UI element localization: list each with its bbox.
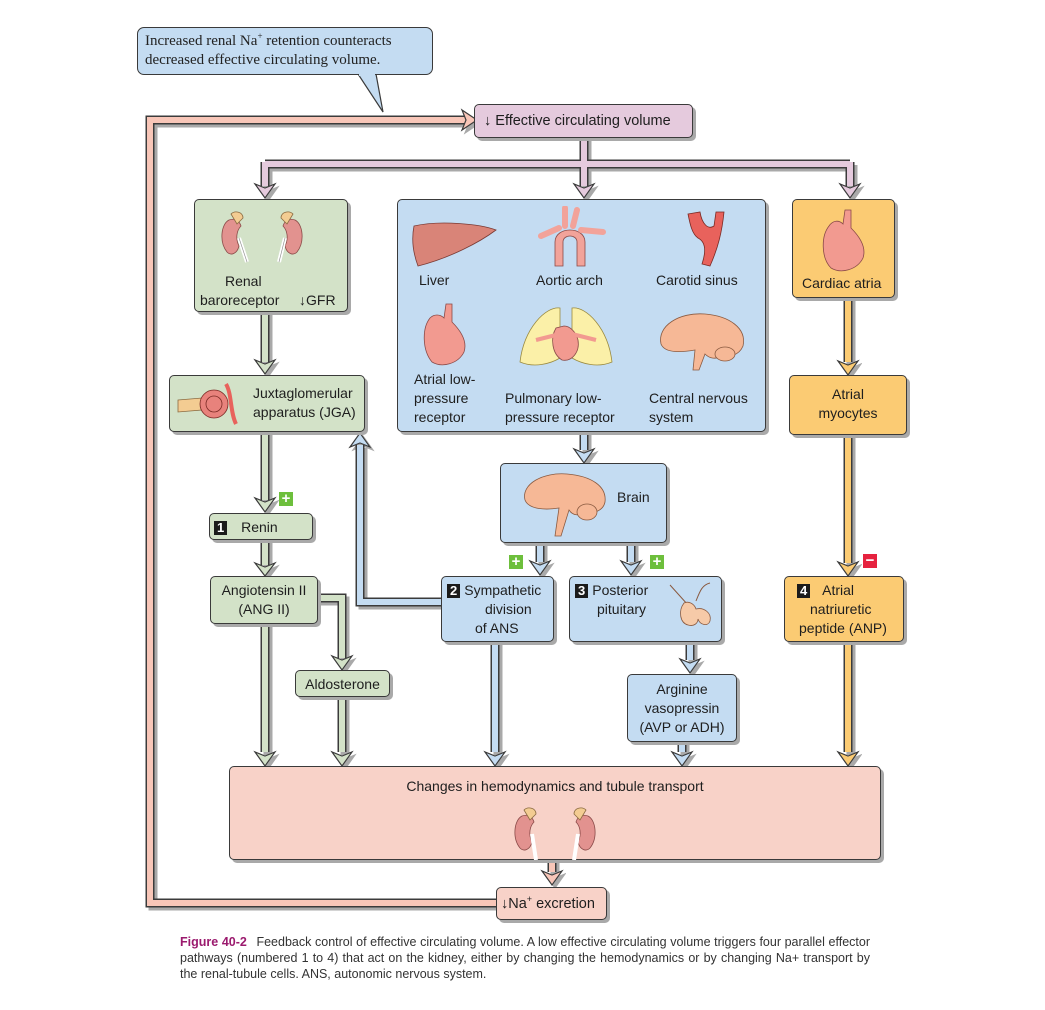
aldosterone-node: Aldosterone: [295, 670, 390, 697]
heart-icon: [423, 303, 466, 366]
aldosterone-label: Aldosterone: [305, 676, 380, 692]
heart-icon: [822, 209, 865, 272]
brain-icon: [660, 313, 744, 371]
jga-line1: Juxtaglomerular: [253, 385, 353, 401]
caption-text: Feedback control of effective circulatin…: [180, 935, 870, 981]
down-arrow-icon: ↓: [484, 113, 492, 129]
brain-node: Brain: [500, 463, 667, 543]
pathway-number-badge: 2: [447, 584, 461, 598]
atrial-myocytes-node: Atrial myocytes: [789, 375, 907, 435]
cardiac-atria-node: Cardiac atria: [792, 199, 895, 298]
excretion-arrow: [540, 856, 564, 887]
na-charge: +: [526, 894, 533, 905]
gfr-label: GFR: [306, 292, 336, 308]
angiotensin-line1: Angiotensin II: [221, 582, 307, 598]
blue-pathway-arrows: [348, 431, 702, 768]
angiotensin-line2: (ANG II): [238, 601, 290, 617]
callout-text-rest: retention counteracts decreased effectiv…: [145, 33, 392, 68]
atrial-myocytes-line1: Atrial: [832, 386, 864, 402]
down-arrow-icon: ↓: [501, 896, 509, 912]
renal-label: Renal: [225, 273, 262, 289]
renin-node: 1 Renin: [209, 513, 313, 540]
avp-node: Arginine vasopressin (AVP or ADH): [627, 674, 737, 742]
effector-node: Changes in hemodynamics and tubule trans…: [229, 766, 881, 860]
distribution-arrows: [253, 138, 862, 200]
atrial-myocytes-line2: myocytes: [818, 405, 878, 421]
jga-line2: apparatus (JGA): [253, 404, 356, 420]
glomerulus-icon: [177, 382, 238, 425]
pathway-number-badge: 3: [575, 584, 589, 598]
stimulate-sign-icon: +: [509, 554, 523, 569]
orange-pathway-arrows: [836, 298, 860, 768]
brain-label: Brain: [617, 489, 650, 505]
avp-line1: Arginine: [656, 681, 708, 697]
avp-line2: vasopressin: [644, 700, 720, 716]
cns-line: Central nervous: [649, 390, 748, 406]
effective-volume-label: Effective circulating volume: [495, 113, 671, 129]
cns-label: Central nervous system: [649, 389, 748, 427]
kidneys-icon: [221, 211, 303, 263]
na-label: Na: [508, 896, 527, 912]
callout-note: Increased renal Na+ retention counteract…: [137, 27, 433, 75]
figure-number: Figure 40-2: [180, 935, 247, 949]
stimulate-sign-icon: +: [279, 491, 293, 506]
carotid-sinus-icon: [687, 211, 725, 267]
anp-line3: peptide (ANP): [799, 620, 887, 636]
renin-label: Renin: [241, 519, 278, 535]
sympathetic-line3: of ANS: [475, 620, 519, 636]
callout-pointer: [356, 73, 384, 113]
atrial-receptor-line: receptor: [414, 409, 466, 425]
atrial-receptor-line: Atrial low-: [414, 371, 476, 387]
kidneys-icon: [514, 807, 596, 860]
pituitary-line2: pituitary: [597, 601, 647, 617]
effective-volume-node: ↓ Effective circulating volume: [474, 104, 693, 138]
inhibit-sign-icon: −: [863, 553, 877, 568]
brain-icon: [524, 473, 606, 537]
pulmonary-receptor-line: pressure receptor: [505, 409, 615, 425]
feedback-loop-arrow: [145, 108, 496, 908]
aortic-arch-label: Aortic arch: [536, 272, 603, 288]
green-pathway-arrows: [253, 312, 354, 768]
renal-baroreceptor-node: Renal baroreceptor ↓GFR: [194, 199, 348, 312]
na-excretion-node: ↓Na+ excretion: [496, 887, 607, 920]
anp-line2: natriuretic: [810, 601, 872, 617]
atrial-receptor-line: pressure: [414, 390, 469, 406]
effector-label: Changes in hemodynamics and tubule trans…: [406, 778, 704, 794]
callout-text: Increased renal Na: [145, 33, 258, 49]
cardiac-atria-label: Cardiac atria: [802, 275, 882, 291]
excretion-label: excretion: [532, 896, 595, 912]
sympathetic-line1: Sympathetic: [464, 582, 542, 598]
lungs-icon: [519, 307, 613, 366]
liver-label: Liver: [419, 272, 450, 288]
pulmonary-receptor-line: Pulmonary low-: [505, 390, 602, 406]
cns-line: system: [649, 409, 694, 425]
baroreceptor-label: baroreceptor: [200, 292, 280, 308]
anp-line1: Atrial: [822, 582, 855, 598]
stimulate-sign-icon: +: [650, 554, 664, 569]
sympathetic-line2: division: [485, 601, 532, 617]
callout-pointer-join: [359, 73, 375, 76]
liver-icon: [412, 222, 497, 267]
atrial-receptor-label: Atrial low- pressure receptor: [414, 370, 475, 427]
carotid-sinus-label: Carotid sinus: [656, 272, 738, 288]
figure-caption: Figure 40-2 Feedback control of effectiv…: [180, 934, 870, 982]
pituitary-line1: Posterior: [592, 582, 649, 598]
pituitary-gland-icon: [669, 582, 711, 626]
avp-line3: (AVP or ADH): [639, 719, 725, 735]
angiotensin-node: Angiotensin II (ANG II): [210, 576, 318, 624]
pulmonary-receptor-label: Pulmonary low- pressure receptor: [505, 389, 615, 427]
sensor-panel: Liver Aortic arch Carotid sinus Atrial l…: [397, 199, 766, 432]
callout-sup: +: [257, 31, 263, 41]
jga-node: Juxtaglomerular apparatus (JGA): [169, 375, 365, 432]
gfr-down-arrow-icon: ↓: [299, 292, 306, 308]
aortic-arch-icon: [538, 206, 606, 267]
pathway-number-badge: 4: [797, 584, 811, 598]
anp-node: 4 Atrial natriuretic peptide (ANP): [784, 576, 904, 642]
pathway-number-badge: 1: [214, 521, 228, 535]
